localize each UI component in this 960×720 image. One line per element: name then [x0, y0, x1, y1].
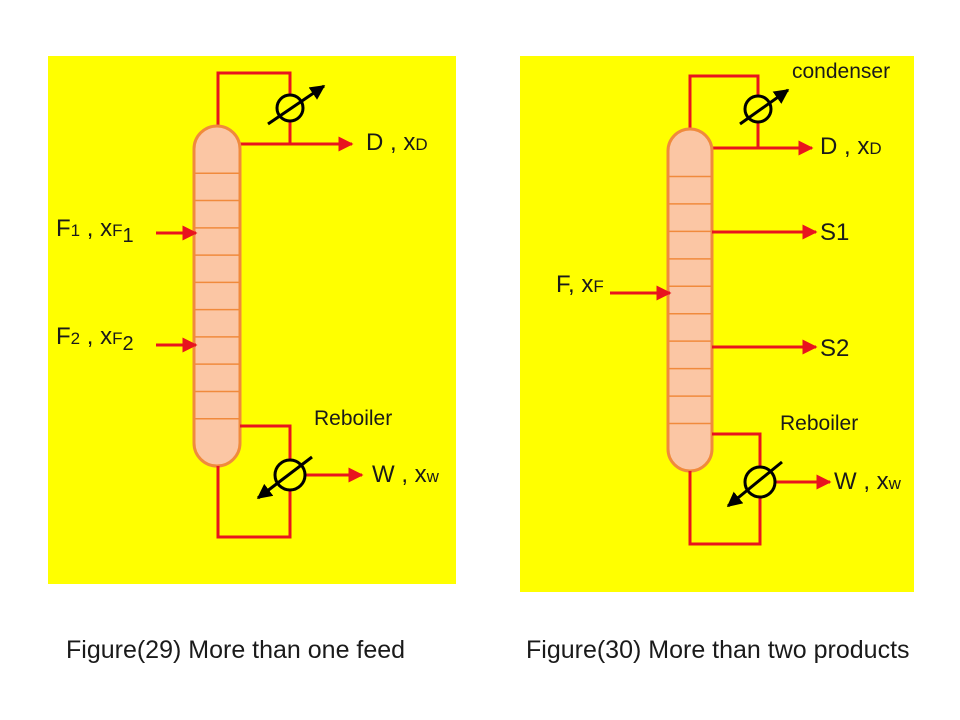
fig29-bottom-product-label: W , xw [372, 461, 440, 488]
fig30-reboiler-arrow [726, 460, 783, 508]
fig30-side-product-1-label: S1 [820, 219, 849, 246]
fig30-condenser-label: condenser [792, 60, 890, 83]
fig30-column-trays [669, 175, 711, 425]
fig30-bottom-product-label: W , xw [834, 468, 902, 495]
fig30-distillate-label: D , xD [820, 133, 882, 160]
fig29-column-trays [195, 172, 239, 420]
fig30-side-product-2-label: S2 [820, 335, 849, 362]
fig30-bottoms-line [712, 432, 762, 466]
fig30-condenser-icon [743, 94, 773, 124]
fig29-bottoms-line [240, 424, 292, 460]
fig30-reboiler-return-line [688, 471, 762, 546]
figure-29-caption: Figure(29) More than one feed [66, 636, 405, 664]
fig29-distillate-label: D , xD [366, 129, 428, 156]
fig30-overhead-vapor-line [688, 74, 760, 132]
fig29-distillation-column [192, 124, 242, 468]
fig30-feed-label: F, xF [556, 271, 604, 298]
fig29-condenser-icon [275, 93, 305, 123]
fig29-feed2-label: F2 , xF2 [56, 323, 134, 355]
figure-30-panel [520, 56, 914, 592]
fig29-reboiler-return-line [216, 466, 292, 539]
fig29-condenser-arrow [267, 84, 326, 126]
fig30-distillation-column [666, 127, 714, 473]
fig30-reboiler-label: Reboiler [780, 412, 858, 435]
figure-30-caption: Figure(30) More than two products [526, 636, 910, 664]
fig30-reboiler-icon [743, 465, 777, 499]
figure-30: condenser D , xD S1 S2 F, xF Reboiler W … [520, 56, 914, 592]
fig29-reboiler-icon [273, 458, 307, 492]
fig29-reboiler-arrow [256, 455, 313, 500]
fig29-feed1-label: F1 , xF1 [56, 215, 134, 247]
fig29-overhead-vapor-line [216, 71, 292, 126]
fig30-condenser-arrow [739, 88, 790, 126]
figure-29: D , xD F1 , xF1 F2 , xF2 Reboiler W , xw [48, 56, 456, 584]
fig29-reboiler-label: Reboiler [314, 407, 392, 430]
